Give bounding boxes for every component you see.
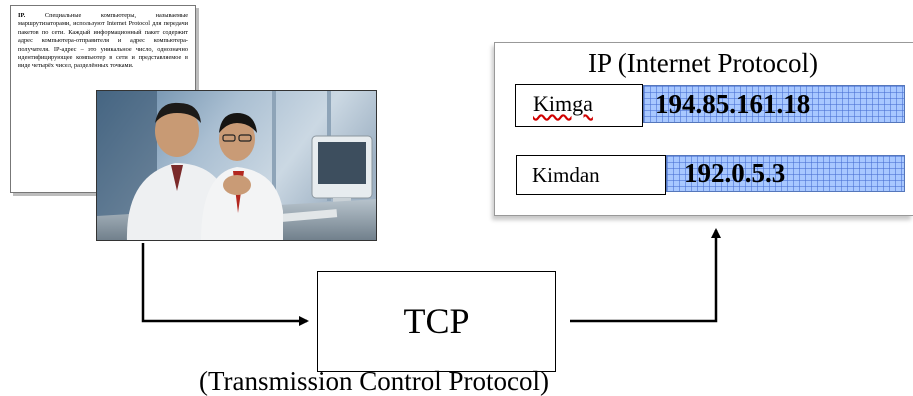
document-lead: IP. (18, 12, 26, 19)
from-label: Kimdan (532, 163, 600, 187)
document-text: Специальные компьютеры, называемые маршр… (18, 12, 188, 70)
from-label-box (516, 155, 666, 195)
tcp-box (317, 271, 556, 372)
ip-panel-title: IP (Internet Protocol) (588, 48, 818, 78)
from-address: 192.0.5.3 (684, 158, 786, 188)
to-label: Kimga (533, 91, 593, 116)
arrow-tcp-to-ip (570, 228, 721, 323)
arrow-photo-to-tcp (141, 243, 309, 326)
to-label-box (515, 84, 643, 127)
from-address-field (666, 155, 905, 192)
photo-illustration (97, 91, 376, 240)
tcp-title: TCP (403, 301, 470, 341)
office-photo (96, 90, 377, 241)
to-address-field (643, 85, 905, 123)
to-address: 194.85.161.18 (655, 89, 811, 119)
tcp-subtitle: (Transmission Control Protocol) (199, 366, 550, 396)
